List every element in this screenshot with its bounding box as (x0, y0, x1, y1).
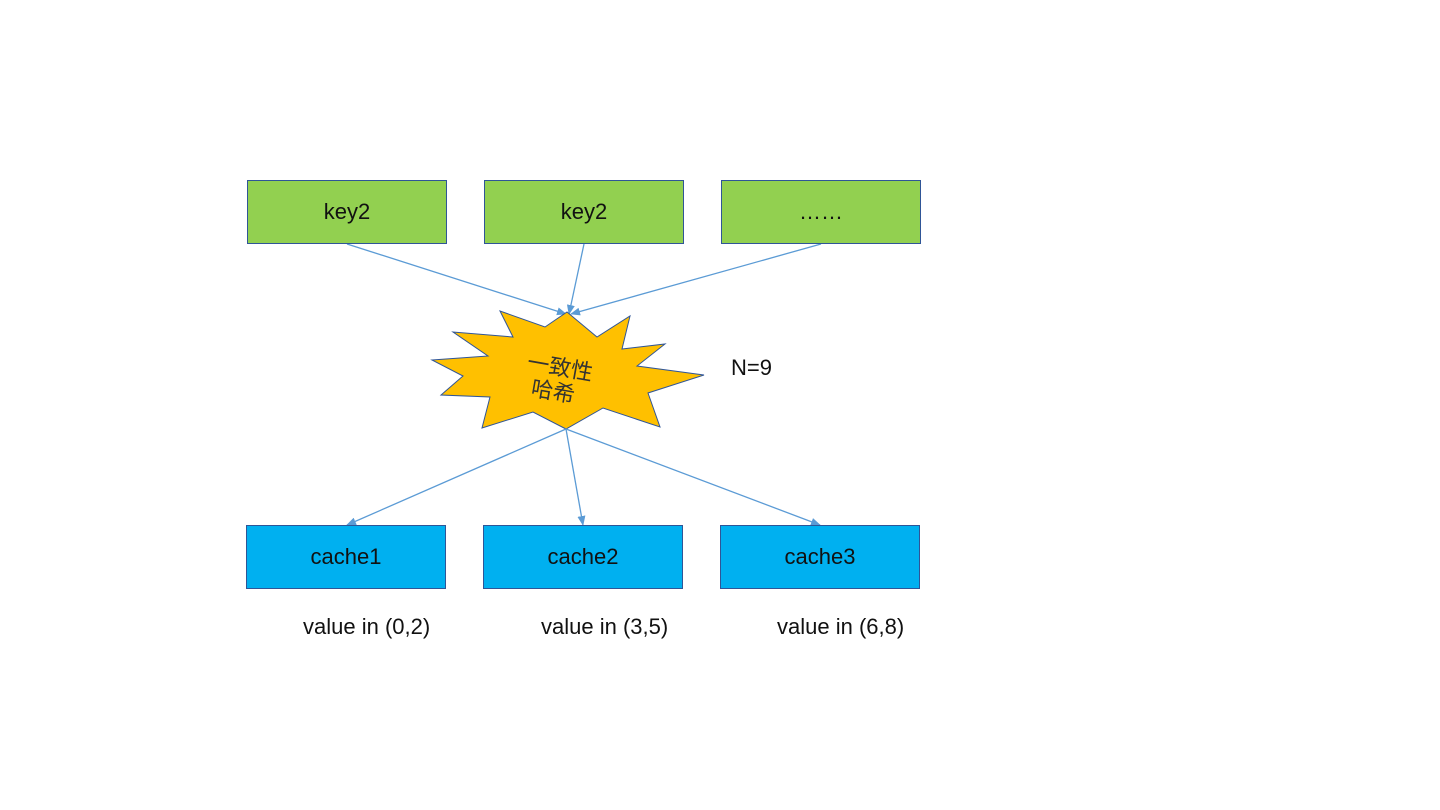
cache-label-2: cache2 (547, 544, 619, 569)
hash-burst-shape (430, 310, 705, 430)
arrow-hash-to-cache2 (565, 428, 586, 526)
key-label-1: key2 (323, 199, 371, 224)
arrow-key2-to-hash (566, 243, 585, 315)
cache-range-2: value in (3,5) (541, 614, 669, 639)
arrow-key3-to-hash (570, 243, 822, 316)
key-box-2: key2 (484, 180, 684, 244)
cache-range-3: value in (6,8) (777, 614, 905, 639)
arrow-hash-to-cache1 (346, 428, 567, 526)
cache-label-3: cache3 (784, 544, 856, 569)
cache-label-1: cache1 (310, 544, 382, 569)
key-box-3: …… (721, 180, 921, 244)
cache-range-1: value in (0,2) (303, 614, 431, 639)
node-count-label: N=9 (731, 355, 772, 380)
key-label-3: …… (799, 199, 843, 224)
key-box-1: key2 (247, 180, 447, 244)
cache-box-3: cache3 (720, 525, 920, 589)
cache-box-1: cache1 (246, 525, 446, 589)
key-label-2: key2 (560, 199, 608, 224)
cache-box-2: cache2 (483, 525, 683, 589)
arrow-hash-to-cache3 (565, 428, 821, 526)
arrow-key1-to-hash (346, 243, 567, 316)
